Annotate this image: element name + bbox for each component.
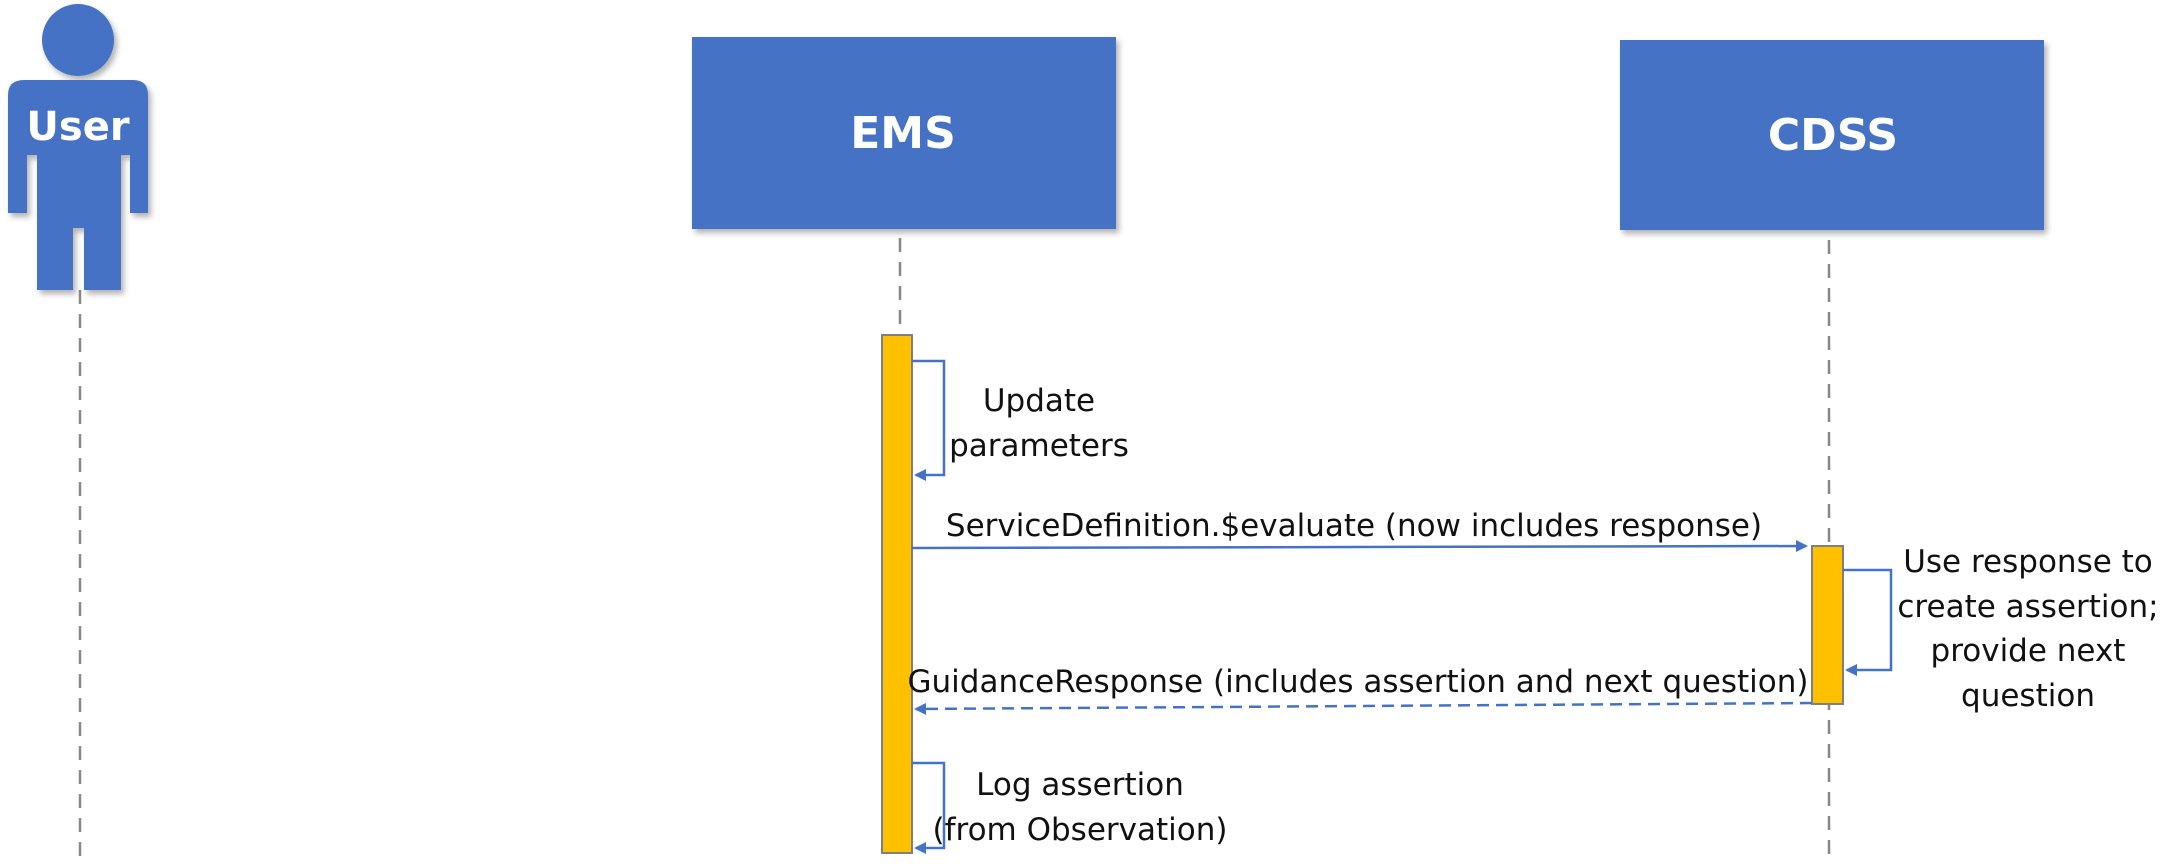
user-icon — [8, 80, 148, 290]
ems-participant-box — [692, 37, 1116, 229]
cdss-participant-box — [1620, 40, 2044, 230]
evaluate-call-label: ServiceDefinition.$evaluate (now include… — [946, 508, 1762, 544]
cdss-note-line4: question — [1961, 678, 2095, 714]
ems-activation-bar — [881, 334, 913, 854]
update-parameters-line1: Update — [983, 383, 1095, 419]
user-actor — [8, 4, 148, 290]
cdss-note-line2: create assertion; — [1897, 589, 2158, 625]
cdss-label: CDSS — [1768, 110, 1898, 161]
guidance-return-arrow — [914, 701, 1813, 715]
update-parameters-line2: parameters — [949, 428, 1129, 464]
user-label: User — [26, 104, 129, 150]
user-icon-head — [42, 4, 114, 76]
log-assertion-line2: (from Observation) — [933, 812, 1228, 848]
cdss-self-arrow — [1843, 568, 1893, 676]
cdss-note-line3: provide next — [1931, 633, 2126, 669]
log-assertion-arrow — [912, 761, 946, 854]
evaluate-call-arrow — [911, 540, 1808, 553]
cdss-activation-bar — [1811, 545, 1844, 705]
guidance-return-label: GuidanceResponse (includes assertion and… — [908, 664, 1809, 700]
cdss-note-line1: Use response to — [1903, 544, 2153, 580]
log-assertion-line1: Log assertion — [976, 767, 1184, 803]
update-parameters-arrow — [912, 359, 946, 481]
ems-label: EMS — [850, 108, 956, 159]
